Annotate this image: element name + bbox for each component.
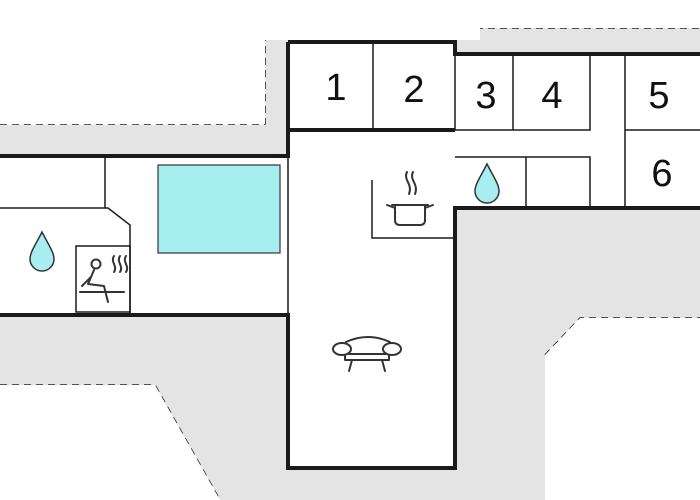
sauna-room [75, 245, 131, 313]
walls [0, 40, 700, 470]
cooking-pot-icon [386, 171, 434, 226]
pool [157, 164, 281, 254]
room-number-1: 1 [325, 67, 346, 109]
water-drop-icon [29, 230, 55, 272]
room-number-5: 5 [648, 75, 669, 117]
room-number-4: 4 [541, 75, 562, 117]
room-number-3: 3 [475, 75, 496, 117]
water-drop-icon [474, 162, 500, 204]
room-number-6: 6 [651, 153, 672, 195]
sofa-icon [332, 336, 402, 372]
room-number-2: 2 [403, 69, 424, 111]
sauna-icon [79, 255, 129, 303]
